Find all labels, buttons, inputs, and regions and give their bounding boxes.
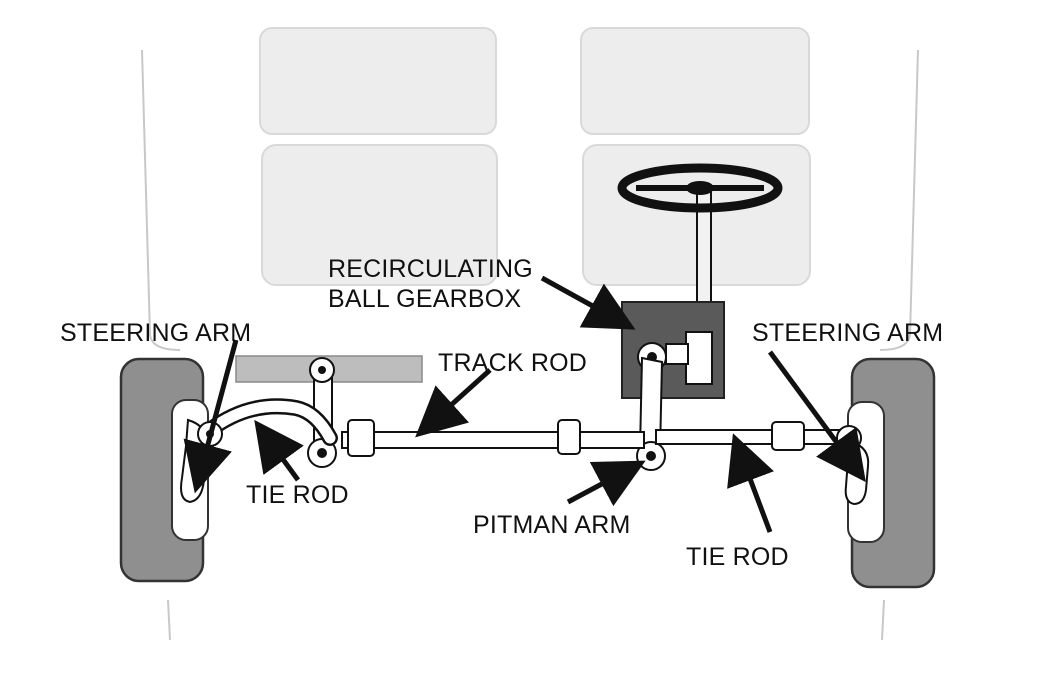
label-steering-arm-right: STEERING ARM bbox=[752, 319, 943, 347]
track-rod bbox=[341, 419, 645, 457]
label-track-rod: TRACK ROD bbox=[438, 349, 587, 377]
seat-back-left bbox=[259, 27, 497, 135]
leader-arrows bbox=[183, 275, 866, 533]
label-tie-rod-left: TIE ROD bbox=[246, 481, 349, 509]
wheel-right bbox=[836, 357, 936, 589]
seat-cushion-left bbox=[261, 144, 498, 286]
arrow-pitman-arm bbox=[566, 460, 646, 507]
label-pitman-arm: PITMAN ARM bbox=[473, 511, 631, 539]
tie-rod-left bbox=[202, 398, 338, 446]
gearbox bbox=[621, 301, 725, 399]
seats bbox=[259, 27, 811, 286]
label-gearbox-line1: RECIRCULATING bbox=[328, 255, 533, 283]
arrow-gearbox bbox=[540, 275, 636, 330]
arrow-tie-rod-right bbox=[727, 433, 774, 533]
seat-back-right bbox=[580, 27, 810, 135]
arrow-steering-arm-right bbox=[767, 350, 866, 483]
label-steering-arm-left: STEERING ARM bbox=[60, 319, 251, 347]
label-tie-rod-right: TIE ROD bbox=[686, 543, 789, 571]
pitman-arm bbox=[636, 356, 666, 471]
label-gearbox-line2: BALL GEARBOX bbox=[328, 285, 521, 313]
labels: RECIRCULATING BALL GEARBOX STEERING ARM … bbox=[60, 255, 943, 571]
car-body-outline bbox=[141, 49, 919, 641]
arrow-tie-rod-left bbox=[254, 419, 304, 482]
wheel-left bbox=[119, 357, 223, 583]
arrow-steering-arm-left bbox=[183, 339, 239, 494]
arrow-track-rod bbox=[415, 368, 492, 438]
